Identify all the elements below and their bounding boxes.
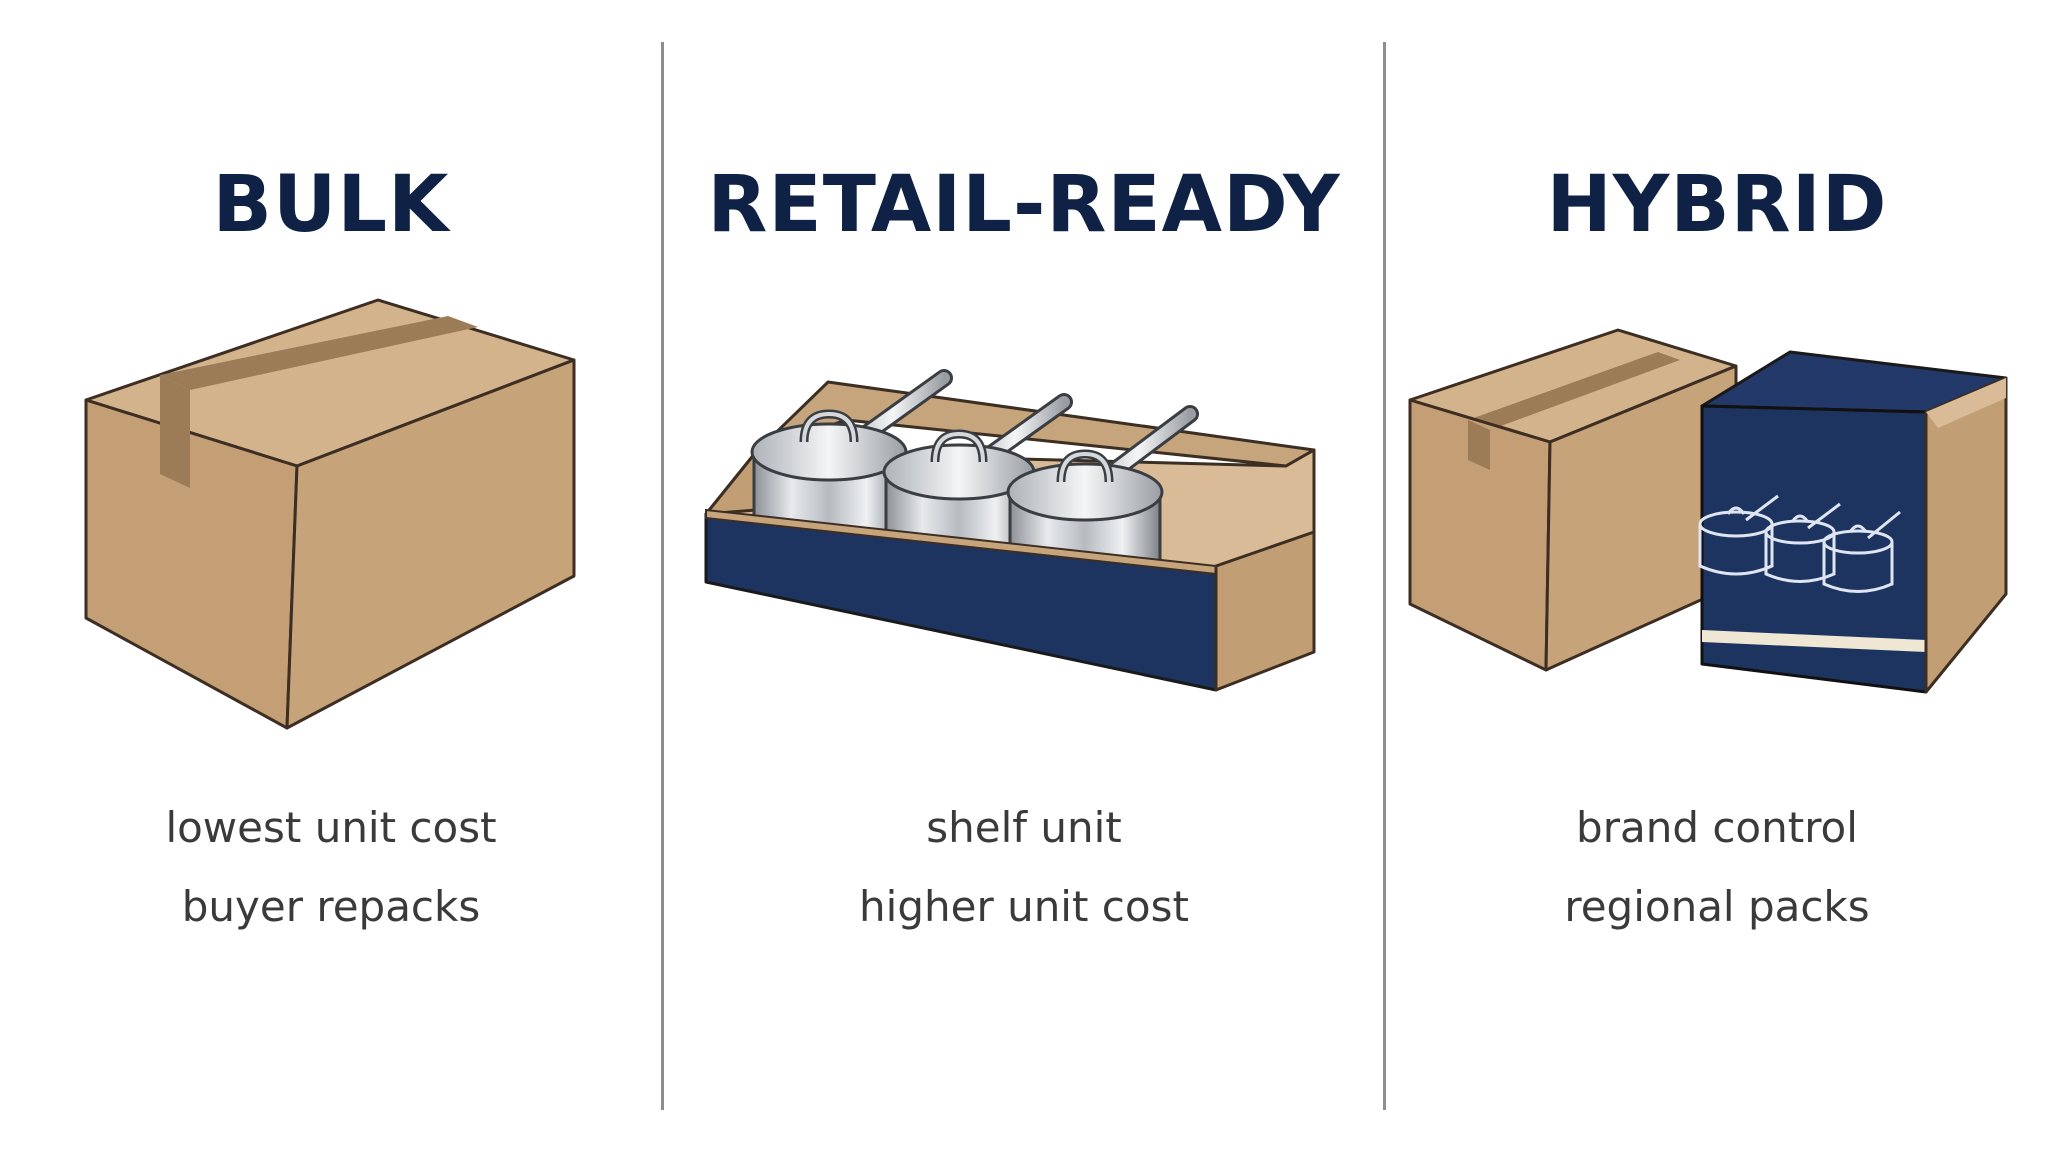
caption-retail-ready-2: higher unit cost xyxy=(859,882,1189,931)
caption-retail-ready-1: shelf unit xyxy=(926,803,1122,852)
caption-hybrid-1: brand control xyxy=(1576,803,1858,852)
cardboard-box-icon xyxy=(84,298,576,730)
column-divider xyxy=(1383,42,1386,1110)
column-divider xyxy=(661,42,664,1110)
column-title-retail-ready: RETAIL-READY xyxy=(707,160,1341,251)
box-and-branded-sleeve-icon xyxy=(1408,328,2008,694)
saucepan-outline-icon xyxy=(1698,494,1901,593)
column-hybrid: HYBRID xyxy=(1386,0,2048,1152)
column-bulk: BULK lowest unit cost buyer repacks xyxy=(0,0,662,1152)
column-title-bulk: BULK xyxy=(212,160,450,251)
caption-hybrid-2: regional packs xyxy=(1564,882,1870,931)
branded-sleeve-icon xyxy=(1698,350,2008,694)
display-tray-with-saucepans-icon xyxy=(704,369,1316,692)
caption-bulk-1: lowest unit cost xyxy=(165,803,497,852)
cardboard-box-icon xyxy=(1408,328,1738,672)
column-retail-ready: RETAIL-READY xyxy=(664,0,1384,1152)
column-title-hybrid: HYBRID xyxy=(1546,160,1888,251)
caption-bulk-2: buyer repacks xyxy=(181,882,481,931)
